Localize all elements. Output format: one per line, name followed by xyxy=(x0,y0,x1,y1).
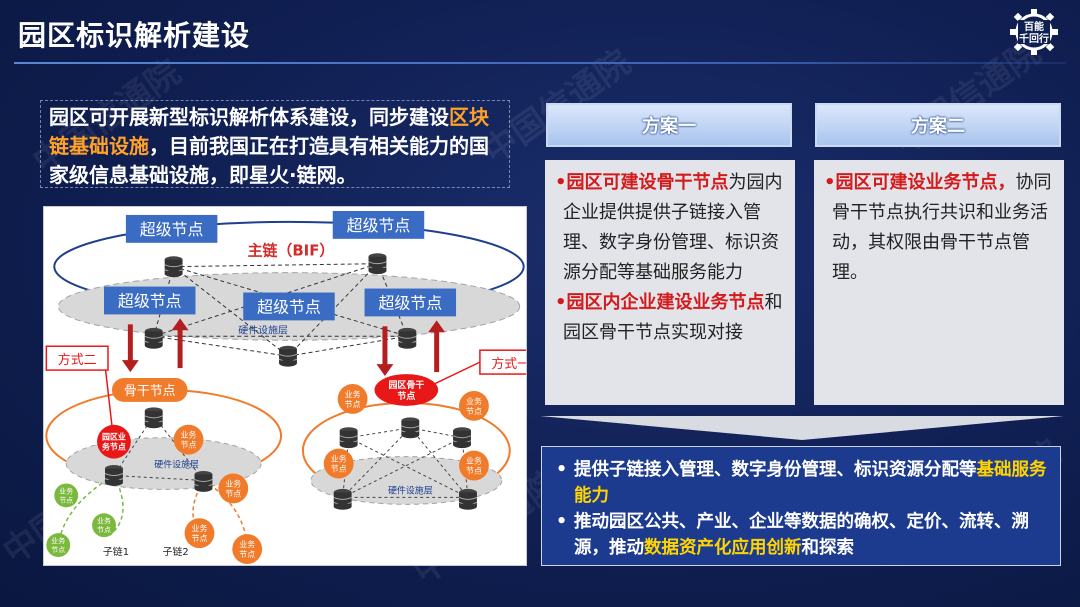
hardware-layer-label-left: 硬件设施层 xyxy=(154,459,199,471)
business-node-text: 业务 xyxy=(59,486,73,495)
business-node-text: 业务 xyxy=(192,523,208,533)
plan-two-content: •园区可建设业务节点，协同骨干节点执行共识和业务活动，其权限由骨干节点管理。 xyxy=(814,160,1064,405)
business-node-text: 业务 xyxy=(97,516,111,525)
intro-text-1: 园区可开展新型标识解析体系建设，同步建设 xyxy=(49,105,449,129)
intro-paragraph: 园区可开展新型标识解析体系建设，同步建设区块链基础设施，目前我国正在打造具有相关… xyxy=(40,100,510,188)
business-node-text: 业务 xyxy=(51,536,65,545)
backbone-node-label: 骨干节点 xyxy=(124,384,176,399)
super-node-label: 超级节点 xyxy=(140,220,204,239)
gear-logo-icon: 百能 千回行 xyxy=(1010,9,1058,55)
business-node-text: 业务 xyxy=(225,478,241,488)
business-node-text: 节点 xyxy=(331,465,347,474)
park-business-node-text: 园区业 xyxy=(102,432,126,442)
business-node-text: 节点 xyxy=(181,441,197,450)
business-node-text: 业务 xyxy=(331,454,347,464)
business-node-text: 节点 xyxy=(59,496,73,504)
database-icon xyxy=(164,255,184,278)
hardware-layer-label-top: 硬件设施层 xyxy=(238,323,288,336)
business-node-text: 节点 xyxy=(466,467,482,476)
database-icon xyxy=(368,252,387,275)
business-node-text: 节点 xyxy=(97,526,111,534)
database-icon xyxy=(339,426,359,449)
super-node-label: 超级节点 xyxy=(347,216,411,235)
super-node-label: 超级节点 xyxy=(257,297,321,316)
business-node-text: 业务 xyxy=(345,389,361,399)
business-node-text: 节点 xyxy=(192,534,208,543)
super-node-label: 超级节点 xyxy=(378,293,442,312)
database-icon xyxy=(194,470,213,493)
database-icon xyxy=(452,426,472,449)
mode-one-label: 方式一 xyxy=(491,356,527,372)
database-icon xyxy=(278,345,298,368)
plan-two-item: •园区可建设业务节点，协同骨干节点执行共识和业务活动，其权限由骨干节点管理。 xyxy=(824,172,1052,283)
super-node-label: 超级节点 xyxy=(118,291,182,310)
plan-one-heading: 方案一 xyxy=(546,103,792,147)
plan-two-item-highlight: 园区可建设业务节点， xyxy=(835,172,1016,193)
logo-text-1: 百能 xyxy=(1024,20,1044,33)
summary-item-highlight: 基础服务能力 xyxy=(574,460,1047,506)
database-icon xyxy=(397,327,417,350)
business-node-text: 节点 xyxy=(225,489,241,498)
plan-two-item-text: 协同骨干节点执行共识和业务活动，其权限由骨干节点管理。 xyxy=(832,172,1052,283)
plan-one-item-text: 和园区骨干节点实现对接 xyxy=(563,292,783,343)
database-icon xyxy=(333,488,353,511)
summary-item-text: 和探索 xyxy=(801,538,855,558)
plan-one-item: •园区可建设骨干节点为园内企业提供提供子链接入管理、数字身份管理、标识资源分配等… xyxy=(555,172,783,283)
plan-one-item-text: 为园内企业提供提供子链接入管理、数字身份管理、标识资源分配等基础服务能力 xyxy=(563,172,783,283)
plan-one-content: •园区可建设骨干节点为园内企业提供提供子链接入管理、数字身份管理、标识资源分配等… xyxy=(545,160,795,405)
page-title: 园区标识解析建设 xyxy=(18,19,251,52)
network-diagram: 主链（BIF） 硬件设施层 超级节点 超级节点 超级节点 超级节点 超级节点 骨… xyxy=(43,206,527,566)
intro-highlight: 区块链基础设施 xyxy=(49,105,489,158)
logo-text-2: 千回行 xyxy=(1019,32,1049,45)
park-business-node-text: 务节点 xyxy=(102,442,126,452)
park-backbone-node-text: 节点 xyxy=(397,390,415,402)
business-node-text: 业务 xyxy=(466,396,482,406)
summary-item-highlight: 数据资产化应用创新 xyxy=(644,538,802,558)
main-chain-label: 主链（BIF） xyxy=(248,242,335,260)
plan-two-heading: 方案二 xyxy=(815,103,1061,147)
downward-arrow-band xyxy=(540,416,1064,440)
business-node-text: 节点 xyxy=(51,546,65,554)
park-backbone-node-text: 园区骨干 xyxy=(388,380,424,391)
subchain-1-label: 子链1 xyxy=(103,545,129,558)
business-node-text: 业务 xyxy=(181,430,197,440)
business-node-text: 节点 xyxy=(345,400,361,409)
hardware-layer-label-right: 硬件设施层 xyxy=(388,484,433,496)
business-node-text: 节点 xyxy=(239,550,255,559)
summary-box: • 提供子链接入管理、数字身份管理、标识资源分配等基础服务能力 • 推动园区公共… xyxy=(541,446,1061,566)
summary-item-text: 推动园区公共、产业、企业等数据的确权、定价、流转、溯源，推动 xyxy=(574,512,1029,558)
summary-item: • 提供子链接入管理、数字身份管理、标识资源分配等基础服务能力 xyxy=(556,460,1047,506)
business-node-text: 业务 xyxy=(239,539,255,549)
title-divider xyxy=(14,62,1066,64)
database-icon xyxy=(400,416,420,439)
summary-item-text: 提供子链接入管理、数字身份管理、标识资源分配等 xyxy=(574,460,977,480)
intro-text-2: ，目前我国正在打造具有相关能力的国家级信息基础设施，即星火·链网。 xyxy=(49,134,489,187)
business-node-text: 业务 xyxy=(466,456,482,466)
database-icon xyxy=(458,488,478,511)
database-icon xyxy=(104,464,124,487)
plan-one-item-highlight: 园区内企业建设业务节点 xyxy=(566,292,765,313)
subchain-2-label: 子链2 xyxy=(163,545,189,558)
business-node-text: 节点 xyxy=(466,407,482,416)
plan-one-item-highlight: 园区可建设骨干节点 xyxy=(566,172,729,193)
plan-one-item: •园区内企业建设业务节点和园区骨干节点实现对接 xyxy=(555,292,783,343)
mode-two-label: 方式二 xyxy=(58,352,97,368)
database-icon xyxy=(144,406,164,429)
database-icon xyxy=(144,327,164,350)
summary-item: • 推动园区公共、产业、企业等数据的确权、定价、流转、溯源，推动数据资产化应用创… xyxy=(556,512,1029,558)
